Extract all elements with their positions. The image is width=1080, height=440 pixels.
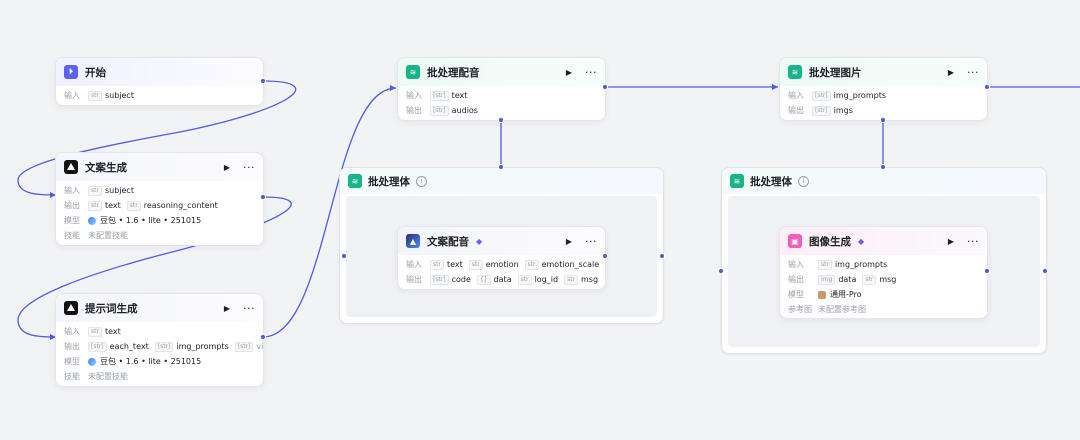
node-title: 文案配音 [427,235,469,248]
skill-row: 技能 未配置技能 [64,372,128,381]
play-icon[interactable]: ▶ [565,67,572,77]
node-title: 批处理图片 [809,66,862,79]
layers-icon: ≋ [406,65,420,79]
model-row: 模型 豆包 • 1.6 • lite • 251015 [64,357,202,366]
batch-image-node[interactable]: ≋ 批处理图片 ▶ ··· 输入 [str]img_prompts 输出 [st… [779,57,988,121]
layers-icon: ≋ [730,174,744,188]
info-icon[interactable]: i [416,175,427,187]
layers-icon: ≋ [348,174,362,188]
play-icon[interactable]: ▶ [947,236,954,246]
param: [str]img_prompts [154,341,229,352]
model-row: 模型 豆包 • 1.6 • lite • 251015 [64,216,202,225]
batch-voice-node[interactable]: ≋ 批处理配音 ▶ ··· 输入 [str]text 输出 [str]audio… [397,57,606,121]
skill-row: 技能 未配置技能 [64,231,128,240]
more-icon[interactable]: ··· [967,65,979,79]
param: [str]audios [430,105,478,116]
diamond-icon: ◆ [476,236,483,246]
more-icon[interactable]: ··· [243,160,255,174]
node-title: 文案生成 [85,161,127,174]
output-row: 输出 [str]imgs [788,105,853,116]
doubao-icon [88,216,96,225]
model-row: 模型 通用-Pro [788,290,862,299]
layers-icon: ≋ [788,65,802,79]
start-icon: ⏵ [64,65,78,79]
output-row: 输出 [str]audios [406,105,478,116]
more-icon[interactable]: ··· [585,234,597,248]
doubao-icon [88,357,96,366]
voice-plugin-icon: ▲ [406,234,420,248]
param: [str]each_text [88,341,149,352]
play-icon[interactable]: ▶ [223,303,230,313]
play-icon[interactable]: ▶ [223,162,230,172]
node-title: 开始 [85,66,106,79]
arrow-batch-image-in [772,84,778,90]
node-title: 提示词生成 [85,302,138,315]
diamond-icon: ◆ [858,236,865,246]
llm-icon [64,160,78,174]
info-icon[interactable]: i [798,175,809,187]
node-title: 批处理配音 [427,66,480,79]
param: [str]imgs [812,105,853,116]
group-title: 批处理体 [368,175,410,188]
play-icon[interactable]: ▶ [565,236,572,246]
llm-icon [64,301,78,315]
more-icon[interactable]: ··· [585,65,597,79]
model-avatar-icon [818,290,826,299]
more-icon[interactable]: ··· [967,234,979,248]
param: {}data [476,274,512,285]
ref-row: 参考图 未配置参考图 [788,305,866,314]
more-icon[interactable]: ··· [243,301,255,315]
param: [str]code [430,274,471,285]
param: [str]img_prompts [812,90,886,101]
image-icon: ▣ [788,234,802,248]
param: [str]video [234,341,263,352]
param: [str]text [430,90,467,101]
input-row: 输入 [str]text [406,90,468,101]
output-row: 输出 [str]each_text [str]img_prompts [str]… [56,339,263,354]
group-title: 批处理体 [750,175,792,188]
arrow-batch-voice-in [390,85,396,91]
play-icon[interactable]: ▶ [947,67,954,77]
node-title: 图像生成 [809,235,851,248]
input-row: 输入 [str]img_prompts [788,90,886,101]
